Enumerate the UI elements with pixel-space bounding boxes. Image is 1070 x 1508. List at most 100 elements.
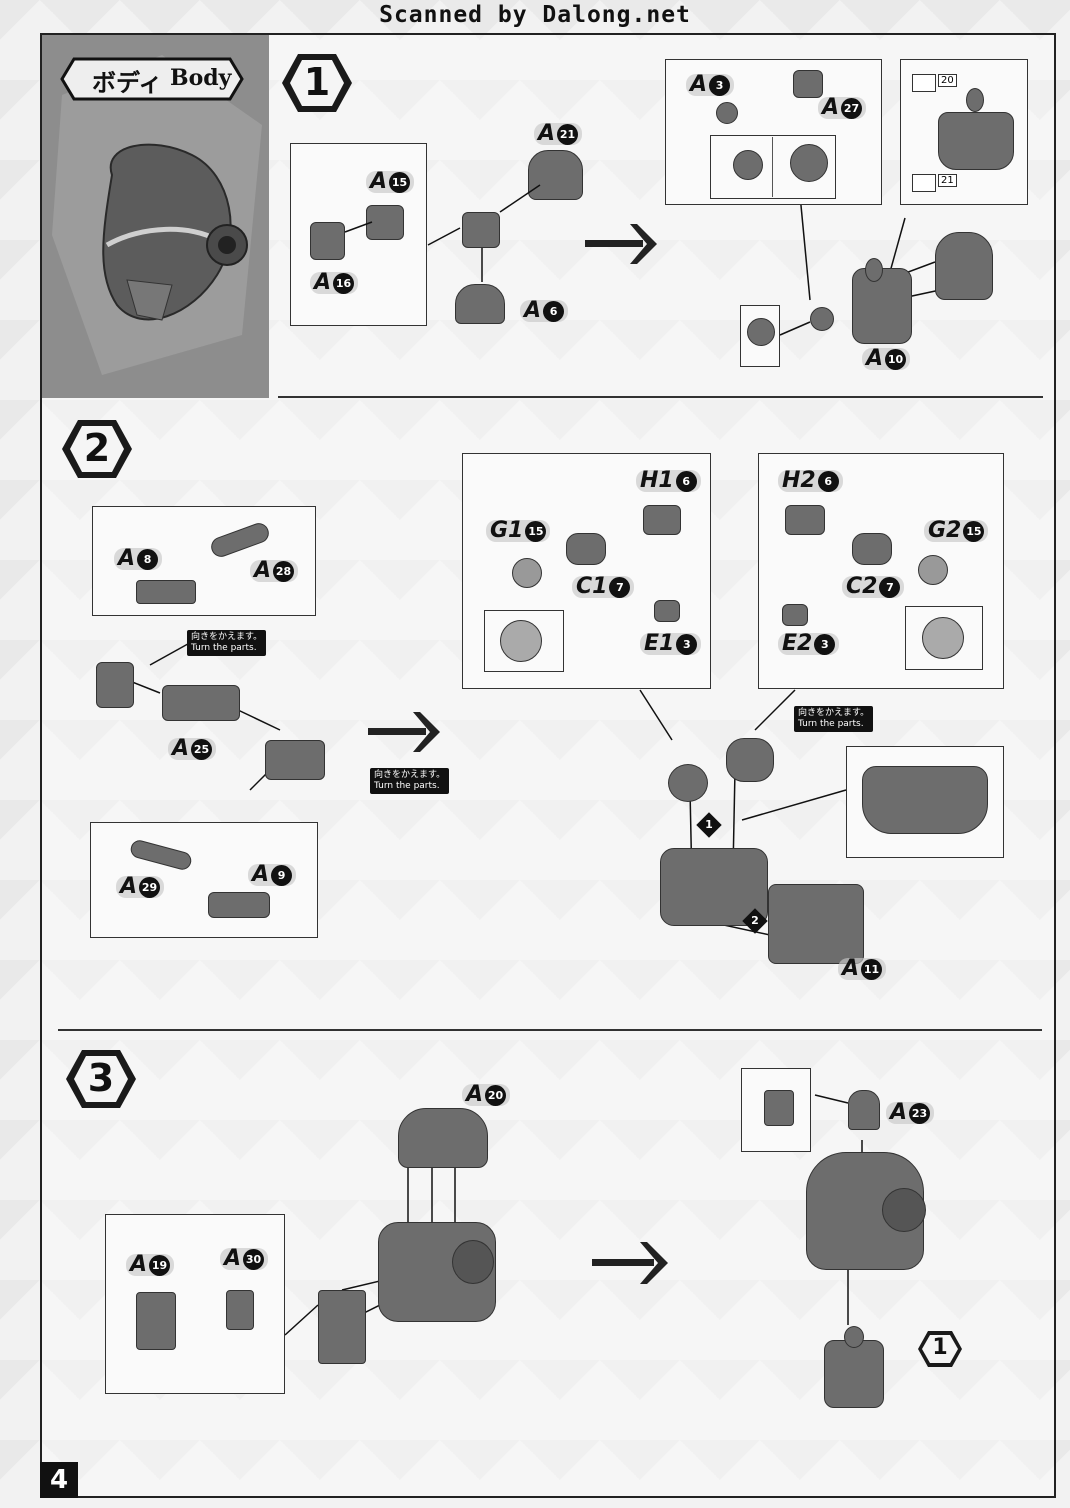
part-a21 — [528, 150, 583, 200]
part-a20 — [398, 1108, 488, 1168]
divider-step1 — [278, 396, 1043, 398]
part-e2 — [782, 604, 808, 626]
part-a9 — [208, 892, 270, 918]
part-a3 — [716, 102, 738, 124]
step-number-2: 2 — [83, 426, 111, 470]
note-turn-parts-1: 向きをかえます。Turn the parts. — [187, 630, 267, 656]
part-a19 — [136, 1292, 176, 1350]
part-a10-disc — [810, 307, 834, 331]
sticker-num-21: 21 — [938, 174, 957, 187]
page-number: 4 — [40, 1462, 78, 1498]
part-torso-neck — [966, 88, 984, 112]
part-a10-front-armor — [935, 232, 993, 300]
part-a3-front — [733, 150, 763, 180]
part-left-arm-assembly — [96, 662, 134, 708]
part-g1-orientation — [500, 620, 542, 662]
part-a6 — [455, 284, 505, 324]
part-step1-torso-ref — [824, 1340, 884, 1408]
note-turn-parts-3: 向きをかえます。Turn the parts. — [794, 706, 874, 732]
scan-credit: Scanned by Dalong.net — [379, 2, 691, 28]
part-a10-torso — [852, 268, 912, 344]
part-c1 — [566, 533, 606, 565]
part-h1 — [643, 505, 681, 535]
part-torso-sticker — [938, 112, 1014, 170]
step-number-3: 3 — [87, 1056, 115, 1100]
part-g1 — [512, 558, 542, 588]
step-number-1: 1 — [303, 60, 331, 104]
part-e1 — [654, 600, 680, 622]
part-step1-torso-neck — [844, 1326, 864, 1348]
part-a3-back — [790, 144, 828, 182]
part-a27 — [793, 70, 823, 98]
step-badge-2: 2 — [62, 418, 132, 480]
step-ref-badge-1: 1 — [918, 1330, 962, 1368]
part-a23 — [848, 1090, 880, 1130]
part-body-eye — [452, 1240, 494, 1284]
part-a15 — [366, 205, 404, 240]
part-completed-body-eye — [882, 1188, 926, 1232]
note-turn-parts-2: 向きをかえます。Turn the parts. — [370, 768, 450, 794]
section-header-panel: ボディ Body — [42, 35, 269, 398]
sticker-icon-20 — [912, 74, 936, 92]
part-body-core — [462, 212, 500, 248]
part-a25 — [162, 685, 240, 721]
part-a8 — [136, 580, 196, 604]
part-shoulder-right — [726, 738, 774, 782]
sticker-num-20: 20 — [938, 74, 957, 87]
next-arrow-step1 — [585, 224, 657, 264]
section-title-jp: ボディ — [92, 68, 163, 97]
part-shoulder-left — [668, 764, 708, 802]
part-a16 — [310, 222, 345, 260]
orientation-divider — [772, 137, 773, 197]
part-h2 — [785, 505, 825, 535]
step-badge-3: 3 — [66, 1048, 136, 1110]
step-ref-number: 1 — [932, 1335, 948, 1360]
section-title-en: Body — [170, 65, 232, 91]
section-title: ボディ Body — [52, 55, 252, 103]
order-mark-2: 2 — [751, 914, 759, 927]
part-a30 — [226, 1290, 254, 1330]
next-arrow-step2 — [368, 712, 440, 752]
part-a11 — [768, 884, 864, 964]
order-mark-1: 1 — [705, 818, 713, 831]
part-chest-rear — [862, 766, 988, 834]
next-arrow-step3 — [592, 1242, 668, 1284]
part-c2 — [852, 533, 892, 565]
sticker-icon-21 — [912, 174, 936, 192]
step-badge-1: 1 — [282, 52, 352, 114]
part-a10-neck — [865, 258, 883, 282]
part-g2-orientation — [922, 617, 964, 659]
part-g2 — [918, 555, 948, 585]
divider-step2 — [58, 1029, 1042, 1031]
part-right-arm-assembly — [265, 740, 325, 780]
part-disc-orientation — [747, 318, 775, 346]
step3-subassembly-box — [105, 1214, 285, 1394]
part-side-panel — [318, 1290, 366, 1364]
part-a23-orientation — [764, 1090, 794, 1126]
